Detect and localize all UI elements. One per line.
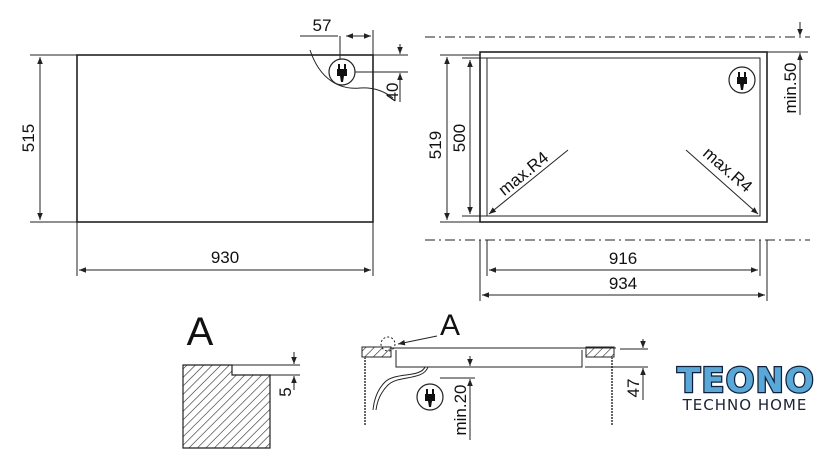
brand-logo: TEONO TECHNO HOME (676, 360, 815, 414)
min-gap-label: min.20 (451, 384, 470, 435)
edge-profile (182, 364, 271, 449)
height-label: 47 (624, 379, 643, 398)
detail-ref-label: A (440, 309, 460, 342)
cutout-inner (486, 57, 761, 217)
detail-a: A 5 (182, 310, 300, 449)
plug-icon (728, 66, 756, 94)
step-label: 5 (276, 387, 295, 396)
plug-icon (328, 58, 356, 86)
depth-label: 515 (19, 124, 38, 152)
width-label: 930 (211, 248, 239, 267)
plug-icon (416, 383, 444, 411)
cutout-outer (479, 51, 768, 223)
hob-outline (76, 54, 374, 223)
inner-width-label: 916 (609, 249, 637, 268)
radius-left-label: max.R4 (495, 148, 552, 200)
top-view: 515 930 57 40 (19, 16, 408, 276)
plug-offset-x-label: 57 (313, 16, 332, 35)
logo-tagline: TECHNO HOME (682, 396, 808, 414)
inner-depth-label: 500 (450, 124, 469, 152)
outer-width-label: 934 (609, 274, 637, 293)
logo-brand: TEONO (677, 361, 815, 401)
hob-body (395, 350, 583, 368)
detail-a-title: A (187, 310, 214, 354)
section-view: A min.20 47 (361, 309, 648, 440)
cutout-view: 519 500 min.50 max.R4 max.R4 916 934 (425, 22, 810, 301)
min-clearance-label: min.50 (781, 62, 800, 113)
plug-offset-y-label: 40 (383, 83, 402, 102)
outer-depth-label: 519 (426, 131, 445, 159)
